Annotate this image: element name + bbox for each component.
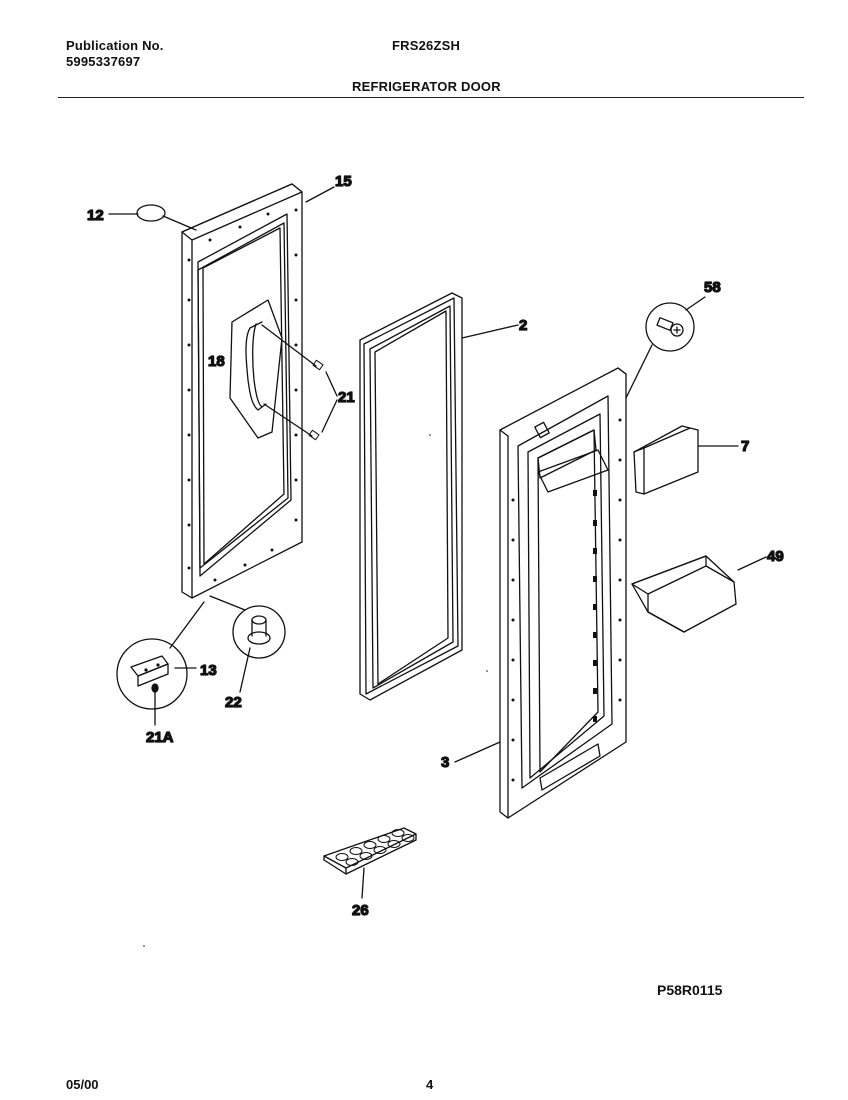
part-21-handle-screws <box>261 324 338 441</box>
callout-7: 7 <box>741 438 749 455</box>
part-7-dairy-door <box>633 425 739 495</box>
callout-13: 13 <box>200 662 217 679</box>
callout-3: 3 <box>441 754 449 771</box>
part-12-plug <box>108 204 197 231</box>
callout-26: 26 <box>352 902 369 919</box>
part-26-egg-tray <box>323 827 417 899</box>
callout-21: 21 <box>338 389 355 406</box>
part-15-outer-door-panel <box>181 183 303 599</box>
part-21a-screw <box>151 683 159 726</box>
callout-18: 18 <box>208 353 225 370</box>
callout-49: 49 <box>767 548 784 565</box>
part-18-door-handle <box>229 299 283 439</box>
leader-15 <box>305 186 335 203</box>
callout-12: 12 <box>87 207 104 224</box>
date-code: 05/00 <box>66 1077 99 1092</box>
part-15-screw-holes <box>187 208 298 582</box>
section-title: REFRIGERATOR DOOR <box>352 79 501 94</box>
publication-label: Publication No. <box>66 38 164 53</box>
part-26-egg-cups <box>335 829 415 866</box>
part-58-screw <box>625 296 706 399</box>
publication-number: 5995337697 <box>66 54 141 69</box>
part-3-screw-holes <box>511 418 622 782</box>
callout-21a: 21A <box>146 729 174 746</box>
callout-58: 58 <box>704 279 721 296</box>
scan-specks <box>143 434 488 947</box>
page-number: 4 <box>426 1077 434 1092</box>
part-3-inner-door-liner <box>454 367 627 819</box>
model-number: FRS26ZSH <box>392 38 461 53</box>
part-3-shelf-tabs <box>593 490 597 722</box>
diagram-code: P58R0115 <box>657 982 723 998</box>
part-22-bushing <box>209 595 286 693</box>
callout-22: 22 <box>225 694 242 711</box>
part-2-door-gasket <box>359 292 519 701</box>
callout-15: 15 <box>335 173 352 190</box>
callout-2: 2 <box>519 317 527 334</box>
part-49-door-bin <box>631 555 767 633</box>
part-13-hinge-bracket <box>116 601 205 710</box>
header-rule <box>58 97 804 98</box>
